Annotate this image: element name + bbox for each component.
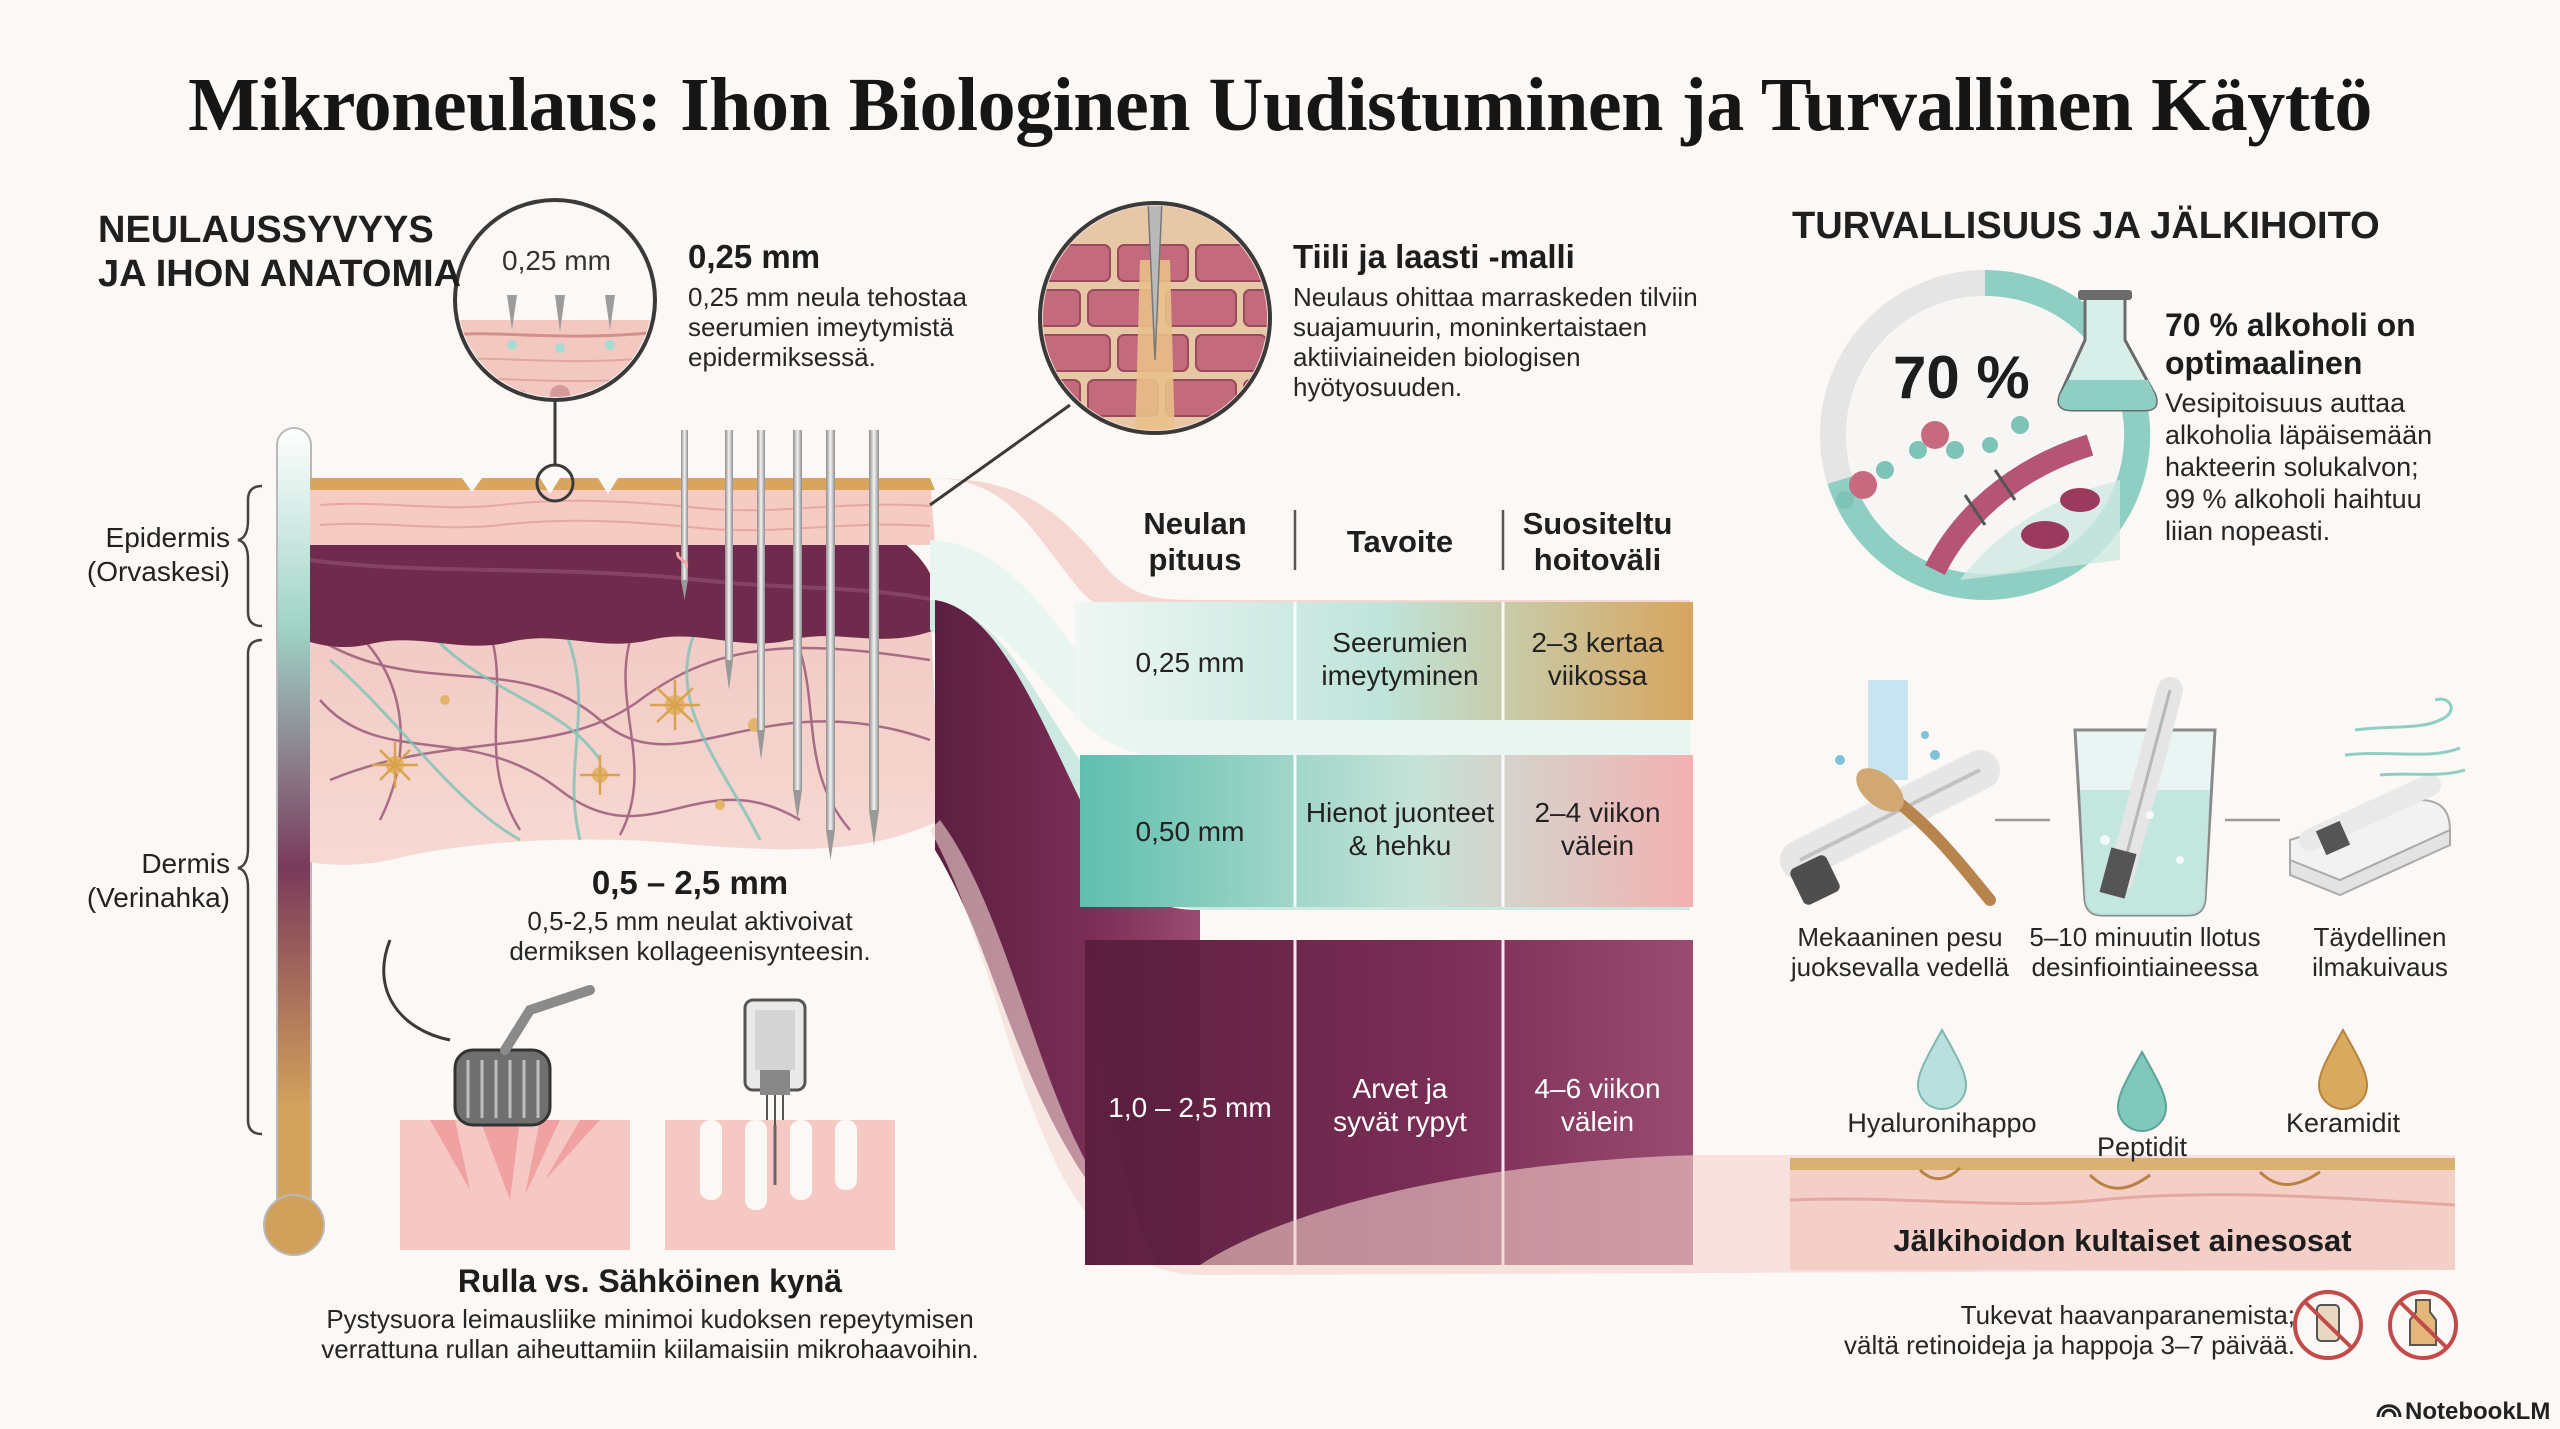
magnifier-brick	[929, 201, 1272, 507]
brick-line1: Neulaus ohittaa marraskeden tilviin	[1293, 282, 1698, 312]
step-wash-illustration	[1780, 680, 2000, 906]
page-title: Mikroneulaus: Ihon Biologinen Uudistumin…	[188, 63, 2372, 147]
alcohol-line5: liian nopeasti.	[2165, 516, 2331, 546]
step2-line1: 5–10 minuutin llotus	[2029, 922, 2261, 952]
golden-ingredients-title: Jälkihoidon kultaiset ainesosat	[1893, 1223, 2352, 1258]
roller-illustration	[382, 939, 630, 1250]
row1-goal-line2: imeytyminen	[1321, 660, 1479, 691]
droplet-ceramides	[2317, 1027, 2369, 1110]
depth-deep-title: 0,5 – 2,5 mm	[591, 864, 789, 901]
step1-line1: Mekaaninen pesu	[1797, 922, 2003, 952]
ingredient-ceramides: Keramidit	[2285, 1108, 2401, 1138]
notebooklm-logo-icon	[2376, 1404, 2402, 1418]
step-soak-illustration	[2073, 677, 2217, 917]
droplet-peptides	[2116, 1049, 2168, 1132]
dermis-label: Dermis	[141, 848, 230, 879]
dermis-alt-label: (Verinahka)	[86, 882, 230, 913]
alcohol-line3: hakteerin solukalvon;	[2165, 452, 2419, 482]
depth-025-line2: seerumien imeytymistä	[688, 312, 954, 342]
brand-label: NotebookLM	[2405, 1398, 2551, 1425]
row1-length: 0,25 mm	[1135, 647, 1245, 678]
row2-interval-line2: välein	[1560, 830, 1635, 861]
droplet-hyaluronic	[1916, 1027, 1968, 1110]
row1-interval-line1: 2–3 kertaa	[1531, 627, 1664, 658]
table-header-goal: Tavoite	[1346, 524, 1454, 559]
alcohol-title-line2: optimaalinen	[2165, 345, 2363, 381]
depth-025-line1: 0,25 mm neula tehostaa	[688, 282, 967, 312]
ingredient-peptides: Peptidit	[2096, 1132, 2188, 1162]
brick-line4: hyötyosuuden.	[1293, 372, 1463, 402]
row3-interval-line1: 4–6 viikon	[1534, 1073, 1661, 1104]
epidermis-label: Epidermis	[105, 522, 230, 553]
row3-goal-line2: syvät rypyt	[1333, 1106, 1467, 1137]
epidermis-alt-label: (Orvaskesi)	[86, 556, 230, 587]
row2-goal-line2: & hehku	[1348, 830, 1452, 861]
depth-025-title: 0,25 mm	[688, 238, 821, 275]
row3-length: 1,0 – 2,5 mm	[1108, 1092, 1272, 1123]
alcohol-gauge	[1820, 270, 2158, 600]
ingredient-hyaluronic: Hyaluronihappo	[1847, 1108, 2037, 1138]
golden-skin-band	[1200, 1155, 2456, 1275]
brick-line2: suajamuurin, moninkertaistaen	[1293, 312, 1648, 342]
left-heading-line2: JA IHON ANATOMIA	[98, 253, 462, 295]
step2-line2: desinfiointiaineessa	[2031, 952, 2259, 982]
step3-line2: ilmakuivaus	[2312, 952, 2448, 982]
row1-goal-line1: Seerumien	[1332, 627, 1468, 658]
alcohol-line4: 99 % alkoholi haihtuu	[2165, 484, 2422, 514]
table-header-interval-line1: Suositeltu	[1522, 506, 1673, 541]
alcohol-percent: 70 %	[1893, 344, 2030, 411]
depth-deep-line2: dermiksen kollageenisynteesin.	[509, 936, 871, 966]
table-header-length-line2: pituus	[1148, 542, 1242, 577]
right-heading: TURVALLISUUS JA JÄLKIHOITO	[1792, 205, 2380, 247]
alcohol-title-line1: 70 % alkoholi on	[2165, 307, 2416, 343]
table-dividers	[1293, 510, 1505, 570]
row3-goal-line1: Arvet ja	[1352, 1073, 1448, 1104]
needles	[676, 430, 879, 860]
step3-line1: Täydellinen	[2313, 922, 2447, 952]
no-retinoid-icon	[2293, 1290, 2363, 1360]
roller-vs-pen-line2: verrattuna rullan aiheuttamiin kiilamais…	[321, 1334, 979, 1364]
depth-025-line3: epidermiksessä.	[688, 342, 876, 372]
roller-vs-pen-line1: Pystysuora leimausliike minimoi kudoksen…	[326, 1304, 974, 1334]
left-heading-line1: NEULAUSSYVYYS	[98, 209, 434, 251]
table-header-interval-line2: hoitoväli	[1533, 542, 1662, 577]
brick-title: Tiili ja laasti -malli	[1293, 238, 1575, 275]
step1-line2: juoksevalla vedellä	[1790, 952, 2010, 982]
skin-cross-section	[309, 478, 940, 865]
no-acid-icon	[2388, 1290, 2458, 1360]
aftercare-note-line2: vältä retinoideja ja happoja 3–7 päivää.	[1843, 1330, 2295, 1360]
row1-interval-line2: viikossa	[1547, 660, 1648, 691]
depth-deep-line1: 0,5-2,5 mm neulat aktivoivat	[527, 906, 853, 936]
brick-line3: aktiiviaineiden biologisen	[1293, 342, 1581, 372]
row2-goal-line1: Hienot juonteet	[1305, 797, 1495, 828]
magnifier-label: 0,25 mm	[502, 245, 611, 276]
step-airdry-illustration	[2289, 697, 2466, 897]
row3-interval-line2: välein	[1560, 1106, 1635, 1137]
roller-vs-pen-title: Rulla vs. Sähköinen kynä	[457, 1263, 843, 1299]
row2-interval-line1: 2–4 viikon	[1534, 797, 1661, 828]
layer-brackets	[237, 484, 263, 1136]
pen-illustration	[665, 998, 895, 1250]
alcohol-line2: alkoholia läpäisemään	[2165, 420, 2433, 450]
table-header-length-line1: Neulan	[1143, 506, 1247, 541]
alcohol-line1: Vesipitoisuus auttaa	[2165, 388, 2406, 418]
row2-length: 0,50 mm	[1135, 816, 1245, 847]
aftercare-note-line1: Tukevat haavanparanemista;	[1960, 1300, 2295, 1330]
